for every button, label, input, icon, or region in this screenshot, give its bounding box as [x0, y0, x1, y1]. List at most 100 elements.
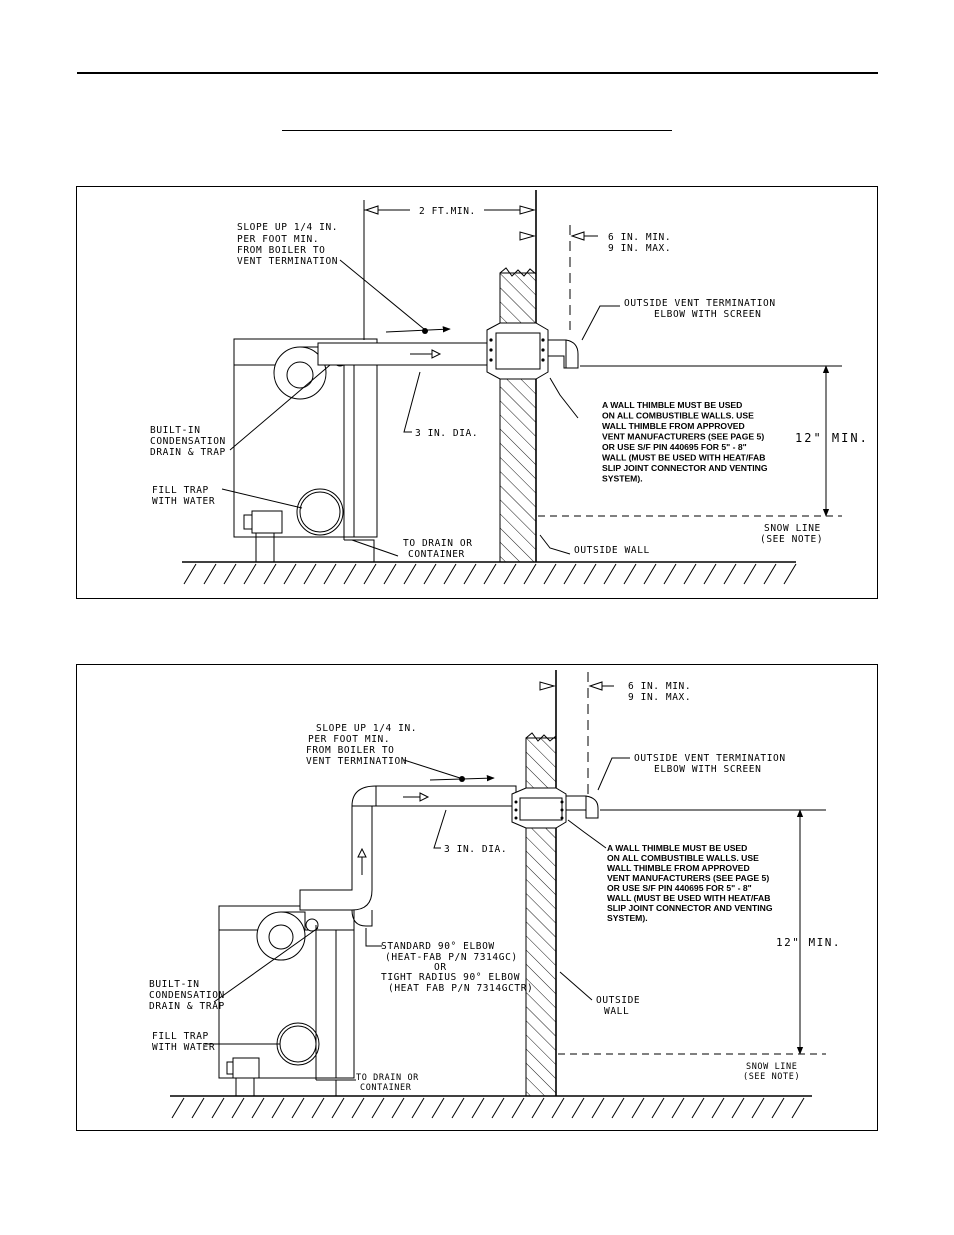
- d1-dim-2ft: [363, 200, 536, 340]
- top-rule: [77, 72, 878, 74]
- d2-dim-6in-label: 6 IN. MIN.: [628, 681, 691, 692]
- d2-drain-label: TO DRAIN OR CONTAINER: [356, 1073, 425, 1093]
- ground-hatch-stroke: [743, 563, 757, 585]
- ground-hatch-stroke: [491, 1097, 505, 1119]
- d2-dia-label: 3 IN. DIA.: [444, 844, 507, 855]
- ground-hatch-stroke: [723, 563, 737, 585]
- ground-hatch-stroke: [311, 1097, 325, 1119]
- d2-elbow-label: STANDARD 90° ELBOW (HEAT-FAB P/N 7314GC)…: [381, 941, 533, 994]
- ground-hatch-stroke: [411, 1097, 425, 1119]
- d2-thimble-note: A WALL THIMBLE MUST BE USED ON ALL COMBU…: [607, 843, 775, 923]
- ground-hatch-stroke: [303, 563, 317, 585]
- ground-hatch-stroke: [643, 563, 657, 585]
- d2-outside-wall-label: OUTSIDE WALL: [596, 995, 647, 1017]
- ground-hatch-stroke: [431, 1097, 445, 1119]
- ground-hatch-stroke: [183, 563, 197, 585]
- ground-hatch-stroke: [331, 1097, 345, 1119]
- d2-labels: 6 IN. MIN. 9 IN. MAX. SLOPE UP 1/4 IN. P…: [149, 681, 841, 1093]
- d1-fill-label: FILL TRAP WITH WATER: [152, 485, 215, 507]
- ground-hatch-stroke: [563, 563, 577, 585]
- ground-hatch-stroke: [351, 1097, 365, 1119]
- d2-slope-label: SLOPE UP 1/4 IN. PER FOOT MIN. FROM BOIL…: [306, 723, 423, 767]
- d1-labels: SLOPE UP 1/4 IN. PER FOOT MIN. FROM BOIL…: [150, 206, 869, 560]
- ground-hatch-stroke: [171, 1097, 185, 1119]
- ground-hatch-stroke: [371, 1097, 385, 1119]
- ground-hatch-stroke: [631, 1097, 645, 1119]
- d2-boiler: [218, 905, 355, 1096]
- d2-12min-label: 12" MIN.: [776, 936, 841, 949]
- ground-hatch-stroke: [623, 563, 637, 585]
- ground-hatch-stroke: [223, 563, 237, 585]
- ground-hatch-stroke: [703, 563, 717, 585]
- d1-dim-9in-label: 9 IN. MAX.: [608, 243, 671, 254]
- d2-fill-label: FILL TRAP WITH WATER: [152, 1031, 215, 1053]
- d1-boiler: [233, 338, 378, 562]
- title-underline: [282, 130, 672, 131]
- ground-hatch-stroke: [663, 563, 677, 585]
- d1-dim-6in: [519, 225, 598, 330]
- d2-snow-label: SNOW LINE (SEE NOTE): [743, 1062, 803, 1082]
- ground-hatch-stroke: [751, 1097, 765, 1119]
- d1-dim-2ft-label: 2 FT.MIN.: [419, 206, 476, 217]
- d1-ground: [182, 561, 797, 585]
- d2-vent-pipe: [299, 785, 599, 927]
- d1-dia-label: 3 IN. DIA.: [415, 428, 478, 439]
- diagram-2-panel: [76, 664, 878, 1131]
- ground-hatch-stroke: [291, 1097, 305, 1119]
- ground-hatch-stroke: [731, 1097, 745, 1119]
- d1-slope-arrow: [339, 259, 451, 334]
- d1-termination-label: OUTSIDE VENT TERMINATION ELBOW WITH SCRE…: [624, 298, 782, 320]
- ground-hatch-stroke: [771, 1097, 785, 1119]
- d1-leaders: [221, 305, 620, 557]
- ground-hatch-stroke: [671, 1097, 685, 1119]
- d2-leaders: [205, 757, 630, 1081]
- ground-hatch-stroke: [451, 1097, 465, 1119]
- ground-hatch-stroke: [231, 1097, 245, 1119]
- d2-slope-arrow: [403, 759, 495, 782]
- ground-hatch-stroke: [383, 563, 397, 585]
- d2-ground: [170, 1095, 812, 1119]
- d1-drain-label: TO DRAIN OR CONTAINER: [403, 538, 479, 560]
- ground-hatch-stroke: [523, 563, 537, 585]
- d2-dim-6in: [539, 672, 614, 800]
- d2-condensation-label: BUILT-IN CONDENSATION DRAIN & TRAP: [149, 979, 231, 1012]
- ground-hatch-stroke: [323, 563, 337, 585]
- ground-hatch-stroke: [691, 1097, 705, 1119]
- ground-hatch-stroke: [763, 563, 777, 585]
- ground-hatch-stroke: [543, 563, 557, 585]
- d1-condensation-label: BUILT-IN CONDENSATION DRAIN & TRAP: [150, 425, 232, 458]
- ground-hatch-stroke: [791, 1097, 805, 1119]
- ground-hatch-stroke: [583, 563, 597, 585]
- ground-hatch-stroke: [711, 1097, 725, 1119]
- ground-hatch-stroke: [503, 563, 517, 585]
- ground-hatch-stroke: [391, 1097, 405, 1119]
- d1-thimble-note: A WALL THIMBLE MUST BE USED ON ALL COMBU…: [602, 400, 770, 484]
- d2-dim-9in-label: 9 IN. MAX.: [628, 692, 691, 703]
- ground-hatch-stroke: [571, 1097, 585, 1119]
- ground-hatch-stroke: [271, 1097, 285, 1119]
- ground-hatch-stroke: [191, 1097, 205, 1119]
- ground-hatch-stroke: [263, 563, 277, 585]
- ground-hatch-stroke: [483, 563, 497, 585]
- ground-hatch-stroke: [243, 563, 257, 585]
- ground-hatch-stroke: [651, 1097, 665, 1119]
- d2-termination-label: OUTSIDE VENT TERMINATION ELBOW WITH SCRE…: [634, 753, 792, 775]
- ground-hatch-stroke: [343, 563, 357, 585]
- d1-dim-6in-label: 6 IN. MIN.: [608, 232, 671, 243]
- d1-outside-wall: [499, 190, 537, 563]
- ground-hatch-stroke: [363, 563, 377, 585]
- d1-slope-label: SLOPE UP 1/4 IN. PER FOOT MIN. FROM BOIL…: [237, 222, 344, 267]
- d2-outside-wall: [525, 670, 557, 1097]
- ground-hatch-stroke: [463, 563, 477, 585]
- ground-hatch-stroke: [283, 563, 297, 585]
- d1-snow-label: SNOW LINE (SEE NOTE): [760, 523, 827, 545]
- ground-hatch-stroke: [511, 1097, 525, 1119]
- d1-12min-label: 12" MIN.: [795, 431, 869, 445]
- d1-vent-pipe: [317, 322, 579, 380]
- ground-hatch-stroke: [211, 1097, 225, 1119]
- diagram-1-panel: [76, 186, 878, 599]
- ground-hatch-stroke: [551, 1097, 565, 1119]
- ground-hatch-stroke: [591, 1097, 605, 1119]
- ground-hatch-stroke: [471, 1097, 485, 1119]
